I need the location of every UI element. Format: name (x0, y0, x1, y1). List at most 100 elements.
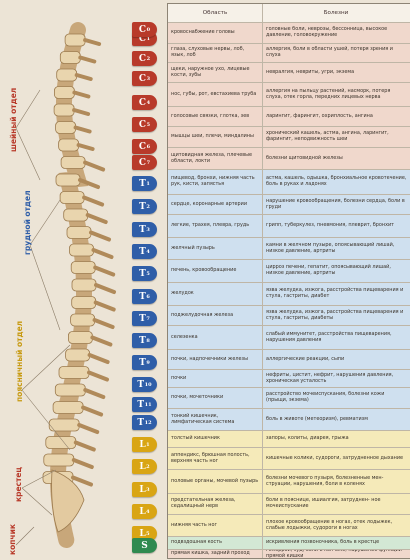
vertebra-letter: L (139, 528, 146, 539)
area-cell: печень, кровообращение (171, 267, 237, 274)
vertebra-letter: T (139, 224, 146, 235)
area-cell: тонкий кишечник, лимфатическая система (171, 412, 235, 425)
diseases-cell: запоры, колиты, диарея, грыжа (262, 431, 410, 447)
area-cell: кровоснабжение головы (171, 29, 235, 36)
vertebra-number: 9 (146, 359, 150, 366)
spinous-process (93, 300, 116, 312)
vertebra-number: 3 (146, 226, 150, 233)
vertebra-badge: S (132, 538, 157, 553)
spinous-process (71, 458, 94, 469)
area-cell: голосовые связки, глотка, зев (171, 112, 250, 119)
diseases-cell: аллергия, боли в области ушей, потеря зр… (262, 44, 410, 62)
table-row: глаза, слуховые нервы, лоб, язык, лоб алл… (168, 43, 410, 62)
spinous-process (93, 265, 116, 277)
table-row: толстый кишечник запоры, колиты, диарея, … (168, 430, 410, 447)
vertebra-letter: C (138, 53, 147, 64)
vertebra-letter: T (139, 178, 146, 189)
spinous-process (83, 160, 106, 172)
table-row: пищевод, бронхи, нижняя часть рук, кисти… (168, 169, 410, 194)
table-row: печень, кровообращение цирроз печени, геп… (168, 259, 410, 282)
area-cell: глаза, слуховые нервы, лоб, язык, лоб (171, 46, 245, 58)
vertebra-letter: T (137, 399, 145, 410)
spinous-process (74, 73, 93, 81)
vertebra-number: 4 (146, 99, 151, 106)
section-labels: шейный отдел грудной отдел поясничный от… (0, 0, 120, 560)
vertebra-letter: T (139, 201, 146, 212)
diseases-cell: болезни мочевого пузыря, болезненные мен… (262, 470, 410, 493)
diseases-cell: аллергические реакции, сыпи (262, 350, 410, 369)
vertebra-number: 7 (146, 315, 150, 322)
thoracic-label: грудной отдел (23, 190, 32, 255)
spinous-process (71, 475, 93, 487)
vertebra-number: 3 (146, 486, 150, 493)
vertebra-letter: T (139, 291, 146, 302)
diseases-cell: цирроз печени, гепатит, опоясывающий лиш… (262, 260, 410, 282)
area-cell: подвздошная кость (171, 539, 222, 546)
spinous-process (77, 423, 100, 434)
header-divider (262, 4, 263, 22)
diseases-cell: расстройство мочеиспускания, болезни кож… (262, 388, 410, 408)
diseases-cell: слабый иммунитет, расстройства пищеварен… (262, 326, 410, 349)
area-cell: предстательная железа, седалищный нерв (171, 497, 236, 509)
diseases-cell: искривления позвоночника, боль в крестце (262, 537, 410, 549)
vertebra-number: 12 (144, 419, 152, 426)
vertebra-number: 1 (146, 35, 151, 42)
vertebra-letter: C (138, 24, 147, 35)
vertebra-letter: T (139, 357, 146, 368)
spinous-process (85, 213, 108, 224)
diseases-cell: невралгия, невриты, угри, экзема (262, 63, 410, 82)
diseases-cell: язва желудка, изжога, расстройства пищев… (262, 306, 410, 325)
area-cell: селезенка (171, 333, 198, 340)
vertebra-letter: C (138, 97, 147, 108)
spinous-process (78, 55, 97, 64)
diseases-cell: плохое кровообращение в ногах, отек лоды… (262, 515, 410, 536)
vertebra-number: 5 (146, 121, 151, 128)
vertebra-number: 5 (146, 530, 150, 537)
vertebra-letter: T (139, 335, 146, 346)
vertebra-letter: L (139, 461, 146, 472)
vertebra-number: 2 (146, 463, 150, 470)
spinous-process (92, 318, 115, 329)
vertebra-letter: T (137, 417, 145, 428)
disease-table: Область Болезни кровоснабжение головы гол… (167, 3, 410, 559)
diseases-cell: язва желудка, изжога, расстройства пищев… (262, 283, 410, 305)
vertebra-letter: L (139, 506, 146, 517)
area-cell: толстый кишечник (171, 435, 220, 442)
diseases-cell: боли в пояснице, ишиалгия, затруднен- но… (262, 494, 410, 514)
cervical-label: шейный отдел (9, 87, 18, 152)
table-row: подвздошная кость искривления позвоночник… (168, 536, 410, 549)
table-header: Область Болезни (168, 4, 410, 22)
vertebra-number: 7 (146, 159, 151, 166)
sacrum-shape (51, 469, 85, 533)
diseases-cell: нефриты, цистит, нефрит, нарушения давле… (262, 370, 410, 387)
vertebra-letter: C (138, 33, 147, 44)
diseases-cell: астма, кашель, одышка, бронхиальное кров… (262, 170, 410, 194)
spinous-process (72, 90, 91, 99)
diseases-cell: болезни щитовидной железы (262, 148, 410, 169)
vertebra-letter: C (138, 157, 147, 168)
diseases-cell: ларингит, фарингит, охриплость, ангина (262, 107, 410, 126)
vertebra-number: 6 (146, 143, 151, 150)
vertebra-number: 4 (146, 248, 150, 255)
vertebra-letter: T (139, 268, 146, 279)
spinous-process (73, 125, 92, 134)
area-cell: желчный пузырь (171, 244, 215, 251)
